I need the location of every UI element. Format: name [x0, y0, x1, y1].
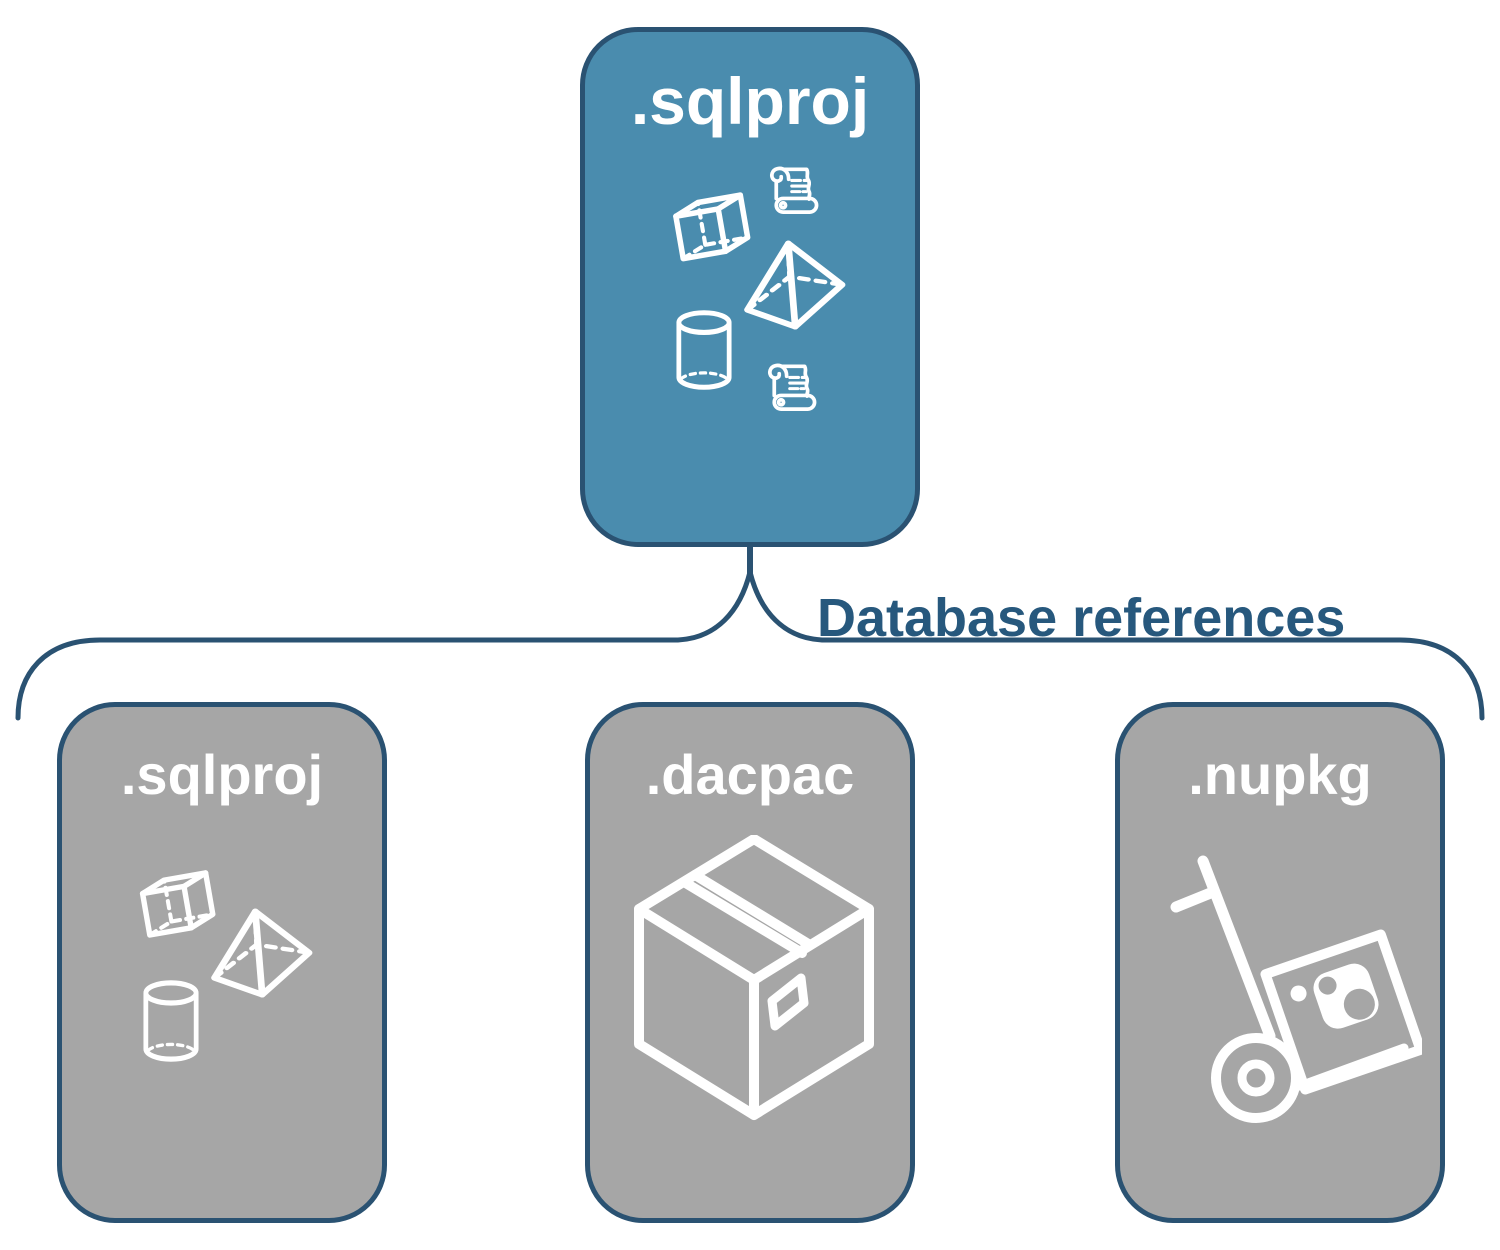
- node-dacpac-reference: .dacpac: [585, 702, 915, 1223]
- scroll-icon: [762, 160, 824, 222]
- node-title: .sqlproj: [120, 743, 324, 806]
- connector-label: Database references: [817, 588, 1346, 648]
- pyramid-icon: [203, 906, 315, 1002]
- node-title: .dacpac: [645, 743, 855, 806]
- node-sqlproj-reference: .sqlproj: [57, 702, 387, 1223]
- package-box-icon: [632, 835, 876, 1125]
- node-sqlproj-parent: .sqlproj: [580, 27, 920, 547]
- cylinder-icon: [670, 308, 738, 392]
- cylinder-icon: [137, 978, 205, 1064]
- node-title: .nupkg: [1188, 743, 1372, 806]
- hand-truck-package-icon: [1158, 840, 1422, 1132]
- node-title: .sqlproj: [630, 64, 870, 138]
- scroll-icon: [760, 357, 822, 419]
- pyramid-icon: [736, 238, 848, 334]
